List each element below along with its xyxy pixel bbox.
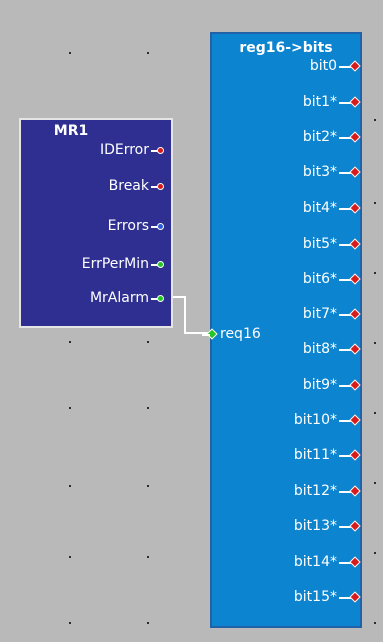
mr1-port-label-iderror: IDError [99,142,149,158]
grid-dot [374,482,376,484]
blue-output-port-icon[interactable] [157,223,164,230]
reg-output-line-bit14 [339,562,353,564]
grid-dot [69,341,71,343]
mr1-port-line-break [151,186,160,188]
connection-wire-horizontal-1[interactable] [162,296,186,298]
red-diamond-output-port-icon[interactable] [349,379,361,391]
mr1-port-line-errors [151,226,160,228]
red-diamond-output-port-icon[interactable] [349,131,361,143]
reg-output-line-bit2 [339,137,353,139]
reg-output-line-bit12 [339,491,353,493]
grid-dot [374,202,376,204]
reg-output-line-bit15 [339,597,353,599]
reg-output-line-bit9 [339,385,353,387]
mr1-port-line-mralarm [151,298,160,300]
reg-output-line-bit0 [339,66,353,68]
mr1-port-label-break: Break [108,178,149,194]
mr1-block[interactable]: MR1 IDError Break Errors ErrPerMin MrAla… [19,118,173,328]
grid-dot [69,52,71,54]
mr1-port-label-errpermin: ErrPerMin [81,256,149,272]
reg-output-label-bit11: bit11* [293,447,337,463]
mr1-port-label-mralarm: MrAlarm [89,290,149,306]
grid-dot [69,407,71,409]
reg-output-label-bit14: bit14* [293,554,337,570]
grid-dot [374,119,376,121]
reg-output-line-bit4 [339,208,353,210]
grid-dot [69,485,71,487]
reg-output-label-bit3: bit3* [302,164,337,180]
green-output-port-icon[interactable] [157,261,164,268]
reg-output-line-bit13 [339,526,353,528]
red-output-port-icon[interactable] [157,147,164,154]
grid-dot [147,341,149,343]
reg-output-line-bit10 [339,420,353,422]
red-diamond-output-port-icon[interactable] [349,520,361,532]
reg-output-label-bit12: bit12* [293,483,337,499]
reg-output-line-bit1 [339,102,353,104]
grid-dot [147,556,149,558]
red-diamond-output-port-icon[interactable] [349,556,361,568]
reg16-bits-block[interactable]: reg16->bits req16 bit0 bit1* bit2* bit3*… [202,32,362,628]
mr1-title: MR1 [53,123,89,139]
red-diamond-output-port-icon[interactable] [349,591,361,603]
red-diamond-output-port-icon[interactable] [349,414,361,426]
reg-output-line-bit5 [339,244,353,246]
reg-input-label: req16 [220,326,261,342]
reg-output-label-bit7: bit7* [302,306,337,322]
grid-dot [147,52,149,54]
mr1-port-line-errpermin [151,264,160,266]
red-diamond-output-port-icon[interactable] [349,202,361,214]
red-diamond-output-port-icon[interactable] [349,60,361,72]
red-diamond-output-port-icon[interactable] [349,308,361,320]
grid-dot [374,622,376,624]
grid-dot [147,622,149,624]
red-diamond-output-port-icon[interactable] [349,343,361,355]
green-output-port-icon[interactable] [157,295,164,302]
red-diamond-output-port-icon[interactable] [349,96,361,108]
grid-dot [147,485,149,487]
grid-dot [374,552,376,554]
reg-output-label-bit1: bit1* [302,94,337,110]
grid-dot [69,622,71,624]
reg-output-line-bit11 [339,455,353,457]
red-diamond-output-port-icon[interactable] [349,273,361,285]
grid-dot [374,412,376,414]
reg-output-label-bit13: bit13* [293,518,337,534]
red-diamond-output-port-icon[interactable] [349,449,361,461]
grid-dot [147,407,149,409]
reg-output-label-bit2: bit2* [302,129,337,145]
red-diamond-output-port-icon[interactable] [349,166,361,178]
connection-wire-vertical[interactable] [184,296,186,334]
reg-output-label-bit9: bit9* [302,377,337,393]
reg-output-line-bit8 [339,349,353,351]
reg-output-label-bit8: bit8* [302,341,337,357]
red-diamond-output-port-icon[interactable] [349,238,361,250]
red-diamond-output-port-icon[interactable] [349,485,361,497]
reg-output-label-bit6: bit6* [302,271,337,287]
reg-title: reg16->bits [239,40,333,56]
reg-output-label-bit5: bit5* [302,236,337,252]
reg-output-line-bit3 [339,172,353,174]
reg-input-line [202,334,210,336]
reg-output-label-bit10: bit10* [293,412,337,428]
mr1-port-line-iderror [151,150,160,152]
red-output-port-icon[interactable] [157,183,164,190]
reg-output-line-bit6 [339,279,353,281]
reg-output-label-bit15: bit15* [293,589,337,605]
grid-dot [374,272,376,274]
reg-output-line-bit7 [339,314,353,316]
connection-wire-horizontal-2[interactable] [184,332,210,334]
reg-output-label-bit0: bit0 [309,58,337,74]
grid-dot [69,556,71,558]
grid-dot [374,342,376,344]
reg-output-label-bit4: bit4* [302,200,337,216]
mr1-port-label-errors: Errors [107,218,149,234]
